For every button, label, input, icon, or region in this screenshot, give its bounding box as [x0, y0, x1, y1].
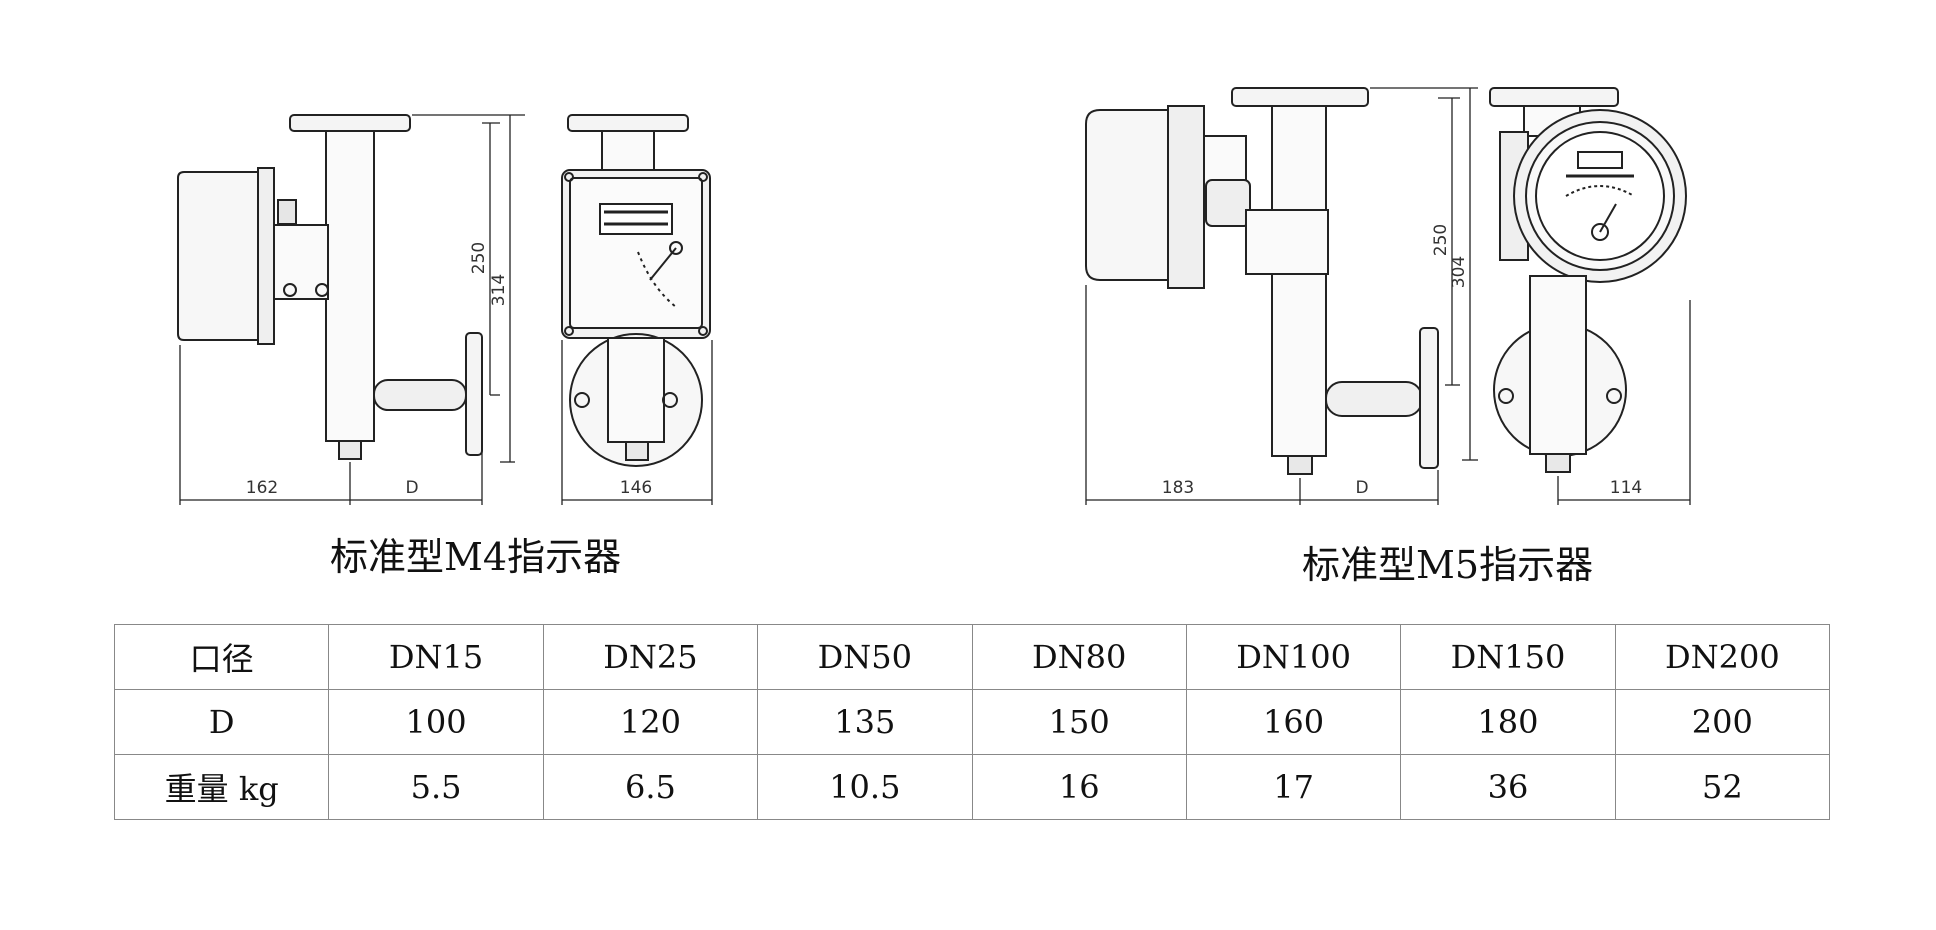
table-cell: 36 [1400, 754, 1616, 820]
m4-front-dimension-lines [561, 340, 713, 505]
m4-side-view [177, 114, 483, 460]
m5-front-view [1489, 87, 1687, 473]
row-header: D [113, 689, 330, 755]
row-header: 重量 kg [113, 754, 330, 820]
table-cell: 10.5 [757, 754, 973, 820]
m4-front-view [561, 114, 711, 467]
table-cell: DN150 [1400, 624, 1616, 690]
row-header: 口径 [113, 624, 330, 690]
table-cell: 5.5 [328, 754, 544, 820]
table-cell: 135 [757, 689, 973, 755]
m5-front-dimension-lines [1557, 300, 1691, 505]
m4-side-dimension: 162 [246, 478, 278, 498]
table-cell: DN15 [328, 624, 544, 690]
m5-side-dimension: 183 [1162, 478, 1194, 498]
m4-front-width-dimension: 146 [620, 478, 652, 498]
m4-dimension-lines [179, 114, 525, 505]
m4-flange-dimension: D [405, 478, 418, 498]
table-cell: 160 [1185, 689, 1402, 755]
m4-caption: 标准型M4指示器 [330, 535, 622, 579]
m5-side-view [1085, 87, 1439, 475]
table-cell: DN50 [757, 624, 973, 690]
m5-dimension-lines [1085, 87, 1478, 505]
m4-total-height-dimension: 314 [489, 274, 509, 306]
table-cell: 100 [328, 689, 544, 755]
table-cell: DN80 [971, 624, 1187, 690]
table-cell: DN25 [542, 624, 759, 690]
table-cell: DN200 [1614, 624, 1831, 690]
m5-front-width-dimension: 114 [1610, 478, 1642, 498]
table-cell: 120 [542, 689, 759, 755]
table-cell: 6.5 [542, 754, 759, 820]
table-cell: 150 [971, 689, 1187, 755]
table-cell: 200 [1614, 689, 1831, 755]
table-cell: 52 [1614, 754, 1831, 820]
m4-inner-height-dimension: 250 [469, 242, 489, 274]
table-cell: DN100 [1185, 624, 1402, 690]
table-cell: 17 [1185, 754, 1402, 820]
table-cell: 180 [1400, 689, 1616, 755]
m5-total-height-dimension: 304 [1449, 256, 1469, 288]
m5-caption: 标准型M5指示器 [1302, 543, 1594, 587]
m5-flange-dimension: D [1355, 478, 1368, 498]
m5-inner-height-dimension: 250 [1431, 224, 1451, 256]
table-cell: 16 [971, 754, 1187, 820]
